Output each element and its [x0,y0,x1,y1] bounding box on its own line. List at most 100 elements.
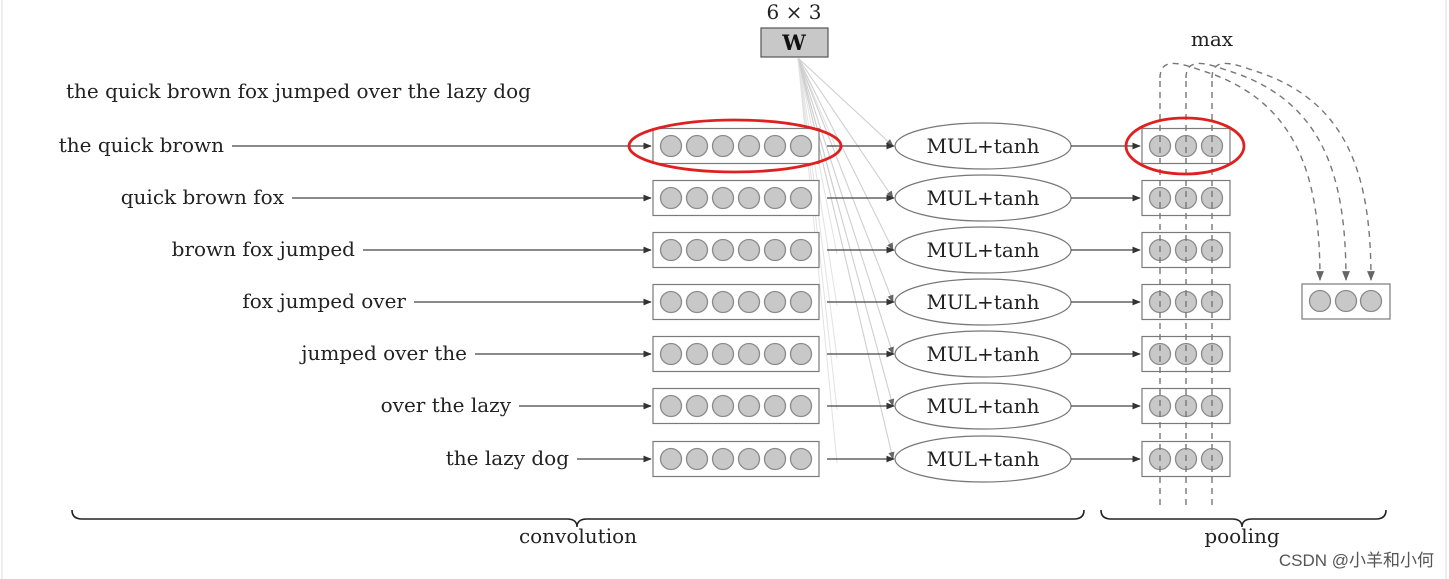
output-node [1200,134,1224,158]
pooling-label: pooling [1204,524,1280,548]
output-node [1148,342,1172,366]
input-node [763,134,787,158]
window-row: quick brown fox MUL+tanh [121,174,1231,222]
window-label: over the lazy [381,393,512,417]
window-label: jumped over the [299,341,467,365]
pooling-brace-shape [1100,509,1387,528]
output-node [1174,134,1198,158]
input-node [685,134,709,158]
max-dashed-curve [1211,62,1375,281]
window-row: brown fox jumped MUL+tanh [172,226,1231,274]
mul-tanh-label: MUL+tanh [926,238,1039,262]
highlight-input-window [627,118,843,174]
weight-fan-line [797,57,895,407]
convolution-label: convolution [519,524,637,548]
input-node [711,134,735,158]
highlight-output-window [1124,116,1246,176]
pooled-node [1334,289,1358,313]
mul-tanh-label: MUL+tanh [926,394,1039,418]
window-row: over the lazy MUL+tanh [381,382,1231,430]
weight-dims: 6 × 3 [767,0,822,24]
weight-fan-line [797,57,894,199]
pooled-output [1301,283,1391,320]
input-node [659,134,683,158]
input-node [659,342,683,366]
input-node [659,186,683,210]
weight-fan-line [797,57,894,355]
mul-tanh-label: MUL+tanh [926,290,1039,314]
input-node [737,394,761,418]
input-node [763,186,787,210]
weight-matrix: 6 × 3 W [760,0,829,58]
weight-fan-line [797,57,894,251]
input-node [789,238,813,262]
convolution-brace: convolution [71,509,1085,548]
window-label: the lazy dog [446,446,569,470]
output-node [1174,186,1198,210]
input-node [737,447,761,471]
output-node [1174,342,1198,366]
input-node [711,238,735,262]
input-node [789,447,813,471]
window-row: jumped over the MUL+tanh [299,330,1231,378]
weight-fan-line [797,57,894,303]
input-node [685,342,709,366]
input-node [685,447,709,471]
input-sentence: the quick brown fox jumped over the lazy… [66,79,531,103]
watermark: CSDN @小羊和小何 [1279,551,1434,570]
input-node [659,394,683,418]
input-node [737,186,761,210]
input-node [737,290,761,314]
input-node [737,134,761,158]
output-node [1148,134,1172,158]
output-node [1200,342,1224,366]
input-node [737,238,761,262]
pooled-node [1359,289,1383,313]
output-node [1200,186,1224,210]
mul-tanh-label: MUL+tanh [926,186,1039,210]
input-node [763,238,787,262]
input-node [685,186,709,210]
weight-label: W [781,30,806,55]
input-node [711,290,735,314]
input-node [711,186,735,210]
mul-tanh-label: MUL+tanh [926,134,1039,158]
input-node [659,447,683,471]
window-label: the quick brown [59,133,224,157]
input-node [789,134,813,158]
window-label: quick brown fox [121,185,285,209]
max-pool-lines [1159,62,1375,505]
pooled-nodes [1308,289,1383,313]
input-node [789,290,813,314]
max-label: max [1191,27,1234,51]
input-node [711,394,735,418]
input-node [711,342,735,366]
input-node [711,447,735,471]
input-node [789,394,813,418]
weight-fan-line [797,57,895,460]
input-node [763,394,787,418]
input-node [685,290,709,314]
pooling-brace: pooling [1100,509,1387,548]
convolution-brace-shape [71,509,1085,528]
input-node [763,447,787,471]
window-label: brown fox jumped [172,237,356,261]
weight-fan-line [797,57,894,147]
output-node [1148,186,1172,210]
input-node [789,342,813,366]
input-node [763,290,787,314]
weight-box [760,27,829,58]
input-node [659,290,683,314]
input-node [685,394,709,418]
input-node [789,186,813,210]
mul-tanh-label: MUL+tanh [926,447,1039,471]
mul-tanh-label: MUL+tanh [926,342,1039,366]
window-row: the quick brown MUL+tanh [59,122,1231,170]
window-row: the lazy dog MUL+tanh [446,435,1231,483]
input-node [763,342,787,366]
input-node [685,238,709,262]
input-node [659,238,683,262]
